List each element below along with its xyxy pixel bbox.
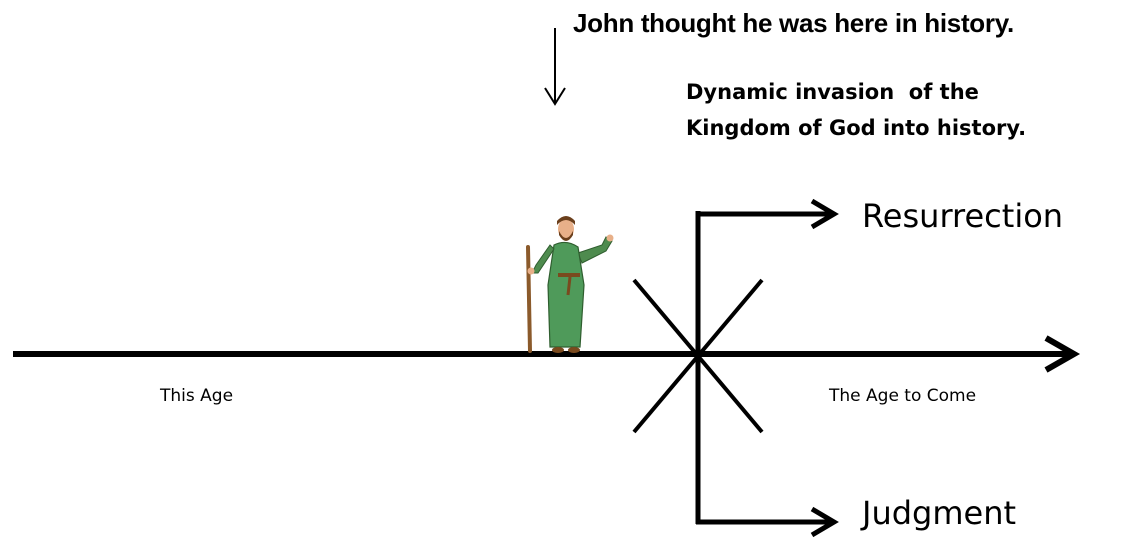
invasion-caption-line-1: Dynamic invasion of the — [686, 80, 979, 104]
judgment-label: Judgment — [862, 494, 1017, 532]
down-arrow-icon — [544, 28, 566, 106]
judgment-arrow — [696, 506, 839, 538]
john-annotation: John thought he was here in history. — [573, 8, 1014, 38]
resurrection-label: Resurrection — [862, 197, 1064, 235]
john-the-baptist-figure — [526, 216, 614, 353]
timeline-arrow — [13, 335, 1081, 373]
age-to-come-label: The Age to Come — [829, 386, 977, 406]
invasion-caption: Dynamic invasion of the Kingdom of God i… — [686, 74, 1026, 146]
invasion-caption-line-2: Kingdom of God into history. — [686, 116, 1027, 140]
this-age-label: This Age — [160, 386, 234, 406]
resurrection-arrow — [696, 198, 839, 230]
